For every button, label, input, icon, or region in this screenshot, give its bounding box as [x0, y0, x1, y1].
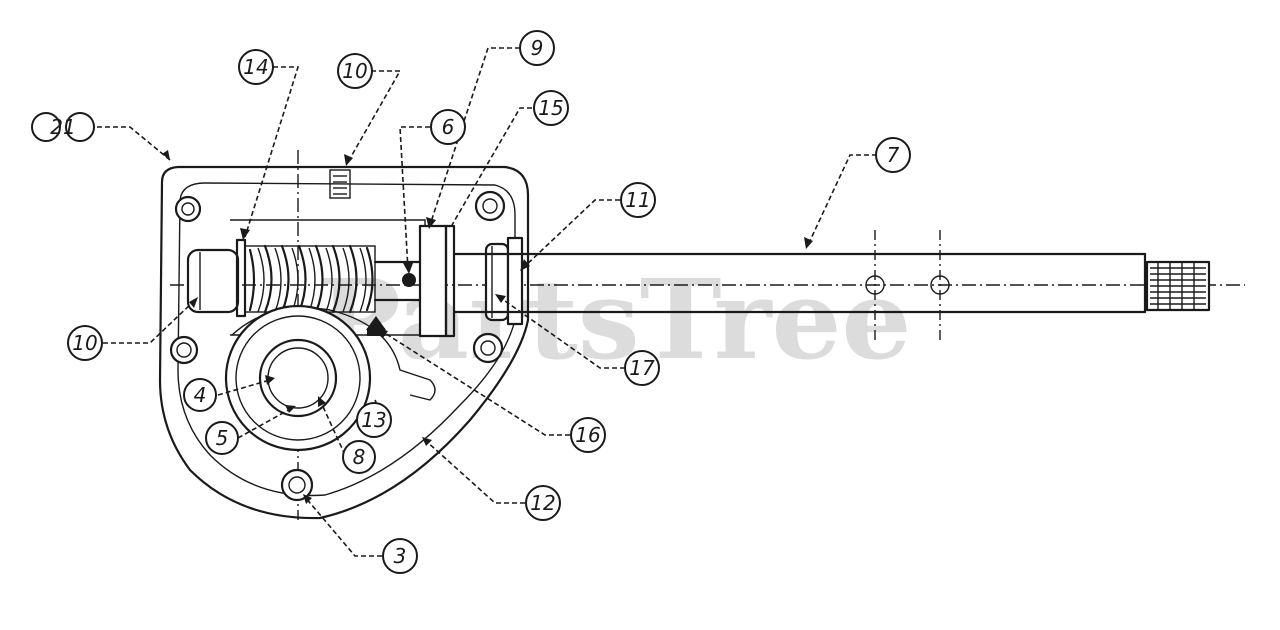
mount-boss	[472, 332, 504, 364]
mount-boss	[474, 190, 506, 222]
svg-text:8: 8	[353, 445, 366, 469]
output-shaft	[453, 252, 1147, 314]
callout-4: 4	[183, 378, 217, 412]
splined-end	[1145, 260, 1211, 312]
svg-text:10: 10	[342, 59, 367, 83]
callout-10-top: 10	[337, 53, 373, 89]
svg-text:9: 9	[531, 36, 544, 60]
callout-10-left: 10	[67, 325, 103, 361]
callout-11: 11	[620, 182, 656, 218]
callout-8: 8	[342, 440, 376, 474]
callout-6: 6	[430, 109, 466, 145]
mount-boss	[174, 195, 202, 223]
callout-9: 9	[519, 30, 555, 66]
callout-7: 7	[875, 137, 911, 173]
housing-inner-wall	[177, 182, 516, 497]
svg-text:16: 16	[575, 423, 600, 447]
callout-21: 21	[31, 112, 95, 142]
oil-seal	[506, 236, 524, 326]
mount-boss-bottom	[280, 468, 314, 502]
callout-14: 14	[238, 49, 274, 85]
svg-text:13: 13	[361, 408, 386, 432]
washer	[444, 224, 456, 338]
svg-text:7: 7	[887, 143, 900, 167]
mount-boss	[169, 335, 199, 365]
callout-13: 13	[356, 402, 392, 438]
svg-text:11: 11	[625, 188, 650, 212]
callout-3: 3	[382, 538, 418, 574]
svg-text:21: 21	[50, 115, 75, 139]
vent-plug	[329, 169, 351, 199]
svg-text:12: 12	[530, 491, 555, 515]
svg-text:5: 5	[216, 426, 229, 450]
watermark: PartsTree	[318, 255, 912, 384]
roll-pin	[402, 273, 416, 287]
leader-lines	[97, 47, 877, 557]
gearbox-housing	[158, 165, 530, 520]
callout-12: 12	[525, 485, 561, 521]
svg-text:6: 6	[442, 115, 455, 139]
shaft-collar	[418, 224, 448, 338]
svg-text:10: 10	[72, 331, 97, 355]
svg-text:4: 4	[194, 383, 207, 407]
right-bearing	[484, 242, 510, 322]
svg-text:17: 17	[629, 356, 655, 380]
callout-15: 15	[533, 90, 569, 126]
svg-text:15: 15	[538, 96, 563, 120]
callout-16: 16	[570, 417, 606, 453]
wheel-gear	[224, 304, 372, 452]
callout-5: 5	[205, 421, 239, 455]
svg-text:3: 3	[394, 544, 407, 568]
callout-17: 17	[624, 350, 660, 386]
svg-text:14: 14	[243, 55, 268, 79]
worm-gear	[244, 244, 376, 314]
